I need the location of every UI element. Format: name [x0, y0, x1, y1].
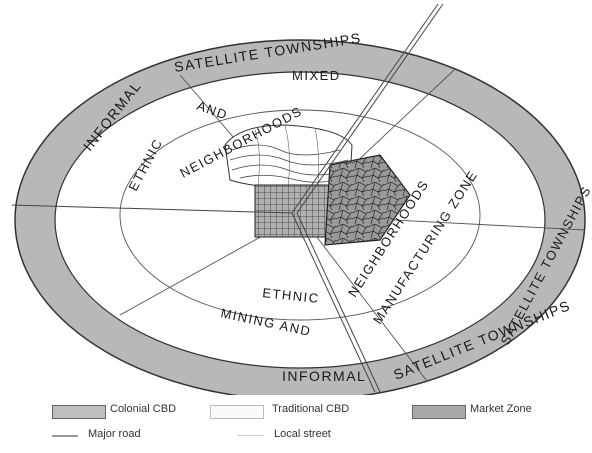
colonial-cbd — [254, 184, 336, 238]
legend-label-market-zone: Market Zone — [470, 403, 532, 415]
legend: Colonial CBD Traditional CBD Market Zone… — [0, 395, 592, 453]
market-zone — [324, 154, 411, 246]
legend-label-local-street: Local street — [274, 428, 331, 440]
legend-swatch-colonial-cbd — [52, 405, 106, 419]
label-informal-bottom: INFORMAL — [282, 368, 366, 384]
legend-line-major-road — [52, 435, 78, 437]
legend-swatch-market-zone — [412, 405, 466, 419]
label-ethnic-lower: ETHNIC — [262, 285, 321, 306]
major-roads — [11, 3, 444, 393]
legend-label-colonial-cbd: Colonial CBD — [110, 403, 177, 415]
mixed-ethnic-zone-boundary — [119, 109, 481, 321]
label-mixed: MIXED — [292, 68, 341, 83]
legend-swatch-traditional-cbd — [210, 405, 264, 419]
legend-label-traditional-cbd: Traditional CBD — [272, 403, 350, 415]
legend-label-major-road: Major road — [88, 428, 141, 440]
legend-line-local-street — [238, 435, 264, 436]
african-city-model-diagram: SATELLITE TOWNSHIPS INFORMAL MIXED AND N… — [11, 3, 592, 395]
